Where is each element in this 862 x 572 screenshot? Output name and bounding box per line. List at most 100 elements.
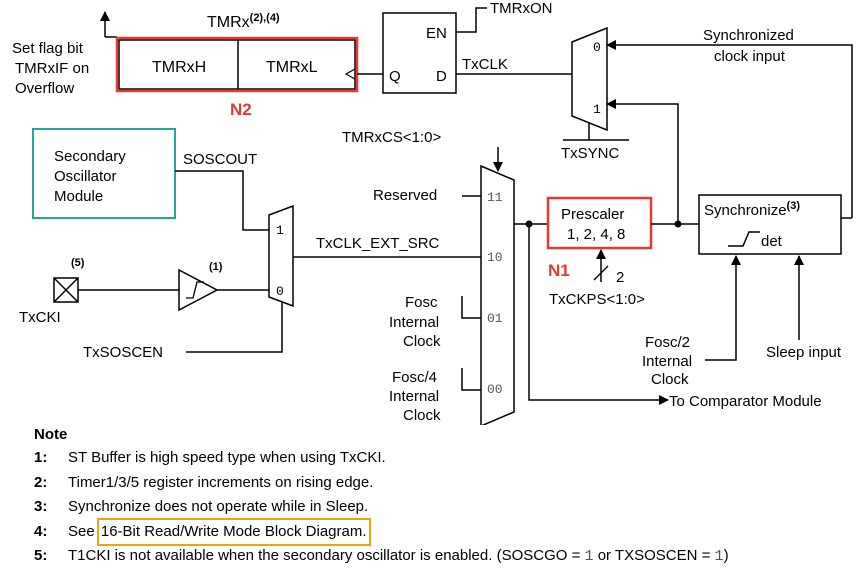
ext-src-mux-in0: 0 — [276, 284, 284, 299]
fosc-line3: Clock — [403, 333, 441, 350]
note-row: 4: See 16-Bit Read/Write Mode Block Diag… — [34, 517, 854, 546]
fosc2-arrow — [705, 255, 741, 361]
note1-marker: (1) — [209, 261, 223, 273]
txsync-label: TxSYNC — [561, 145, 620, 162]
prescaler-line1: Prescaler — [561, 206, 624, 223]
prescaler-block — [546, 196, 653, 250]
txcki-label: TxCKI — [19, 309, 61, 326]
pin-cross-b — [53, 277, 79, 303]
schmitt-icon — [186, 281, 204, 299]
d-label: D — [436, 68, 447, 85]
det-edge-icon — [728, 231, 760, 247]
note-row: 2: Timer1/3/5 register increments on ris… — [34, 471, 854, 496]
txclk-ext-src-label: TxCLK_EXT_SRC — [316, 235, 440, 252]
to-comparator-label: To Comparator Module — [669, 393, 822, 410]
synchronize-block — [698, 194, 842, 255]
sel-01: 01 — [487, 311, 503, 326]
note-number: 3: — [34, 498, 48, 515]
bus-width-label: 2 — [616, 269, 624, 286]
block-diagram-link[interactable]: 16-Bit Read/Write Mode Block Diagram. — [96, 517, 371, 546]
txsoscen-wire — [186, 301, 283, 353]
n2-label: N2 — [230, 100, 252, 119]
note5-end: ) — [723, 547, 729, 564]
sec-osc-line3: Module — [54, 188, 103, 205]
note5-text: T1CKI is not available when the secondar… — [68, 547, 585, 564]
reserved-label: Reserved — [373, 187, 437, 204]
flag-text-3: Overflow — [15, 80, 74, 97]
tmrxl-label: TMRxL — [266, 59, 318, 76]
fosc4-wire — [461, 368, 481, 391]
soscout-label: SOSCOUT — [183, 151, 257, 168]
sleep-input-label: Sleep input — [766, 344, 842, 361]
note-text: T1CKI is not available when the secondar… — [68, 544, 729, 569]
ext-src-mux-in1: 1 — [276, 223, 284, 238]
note-text: ST Buffer is high speed type when using … — [68, 449, 386, 466]
junction-dot-2 — [674, 220, 682, 228]
en-label: EN — [426, 25, 447, 42]
txclk-label: TxCLK — [462, 56, 508, 73]
sync-mux — [571, 26, 608, 132]
sync-mux-in1: 1 — [593, 102, 601, 117]
tmrxon-wire — [456, 7, 487, 33]
note-number: 1: — [34, 449, 48, 466]
timer-block-diagram: TMRx(2),(4) Set flag bit TMRxIF on Overf… — [12, 0, 853, 425]
sync-clock-label-2: clock input — [714, 48, 786, 65]
note-row: 1: ST Buffer is high speed type when usi… — [34, 446, 854, 471]
sel-00: 00 — [487, 382, 503, 397]
txsoscen-label: TxSOSCEN — [83, 344, 163, 361]
n1-label: N1 — [548, 261, 570, 280]
sync-clock-label-1: Synchronized — [703, 27, 794, 44]
det-label: det — [761, 233, 783, 250]
clock-source-mux — [480, 164, 515, 425]
note-number: 4: — [34, 522, 48, 540]
note-text: Timer1/3/5 register increments on rising… — [68, 473, 374, 491]
note-row: 5: T1CKI is not available when the secon… — [34, 544, 854, 569]
fosc2-line3: Clock — [651, 371, 689, 388]
st-buffer — [178, 268, 219, 312]
fosc2-line1: Fosc/2 — [645, 334, 690, 351]
q-label: Q — [389, 68, 401, 85]
sec-osc-line2: Oscillator — [54, 168, 117, 185]
sync-mux-in0: 0 — [593, 40, 601, 55]
note5-mid: or TXSOSCEN = — [593, 547, 715, 564]
prescaler-line2: 1, 2, 4, 8 — [567, 226, 625, 243]
note5-marker: (5) — [71, 257, 85, 269]
tmrxh-label: TMRxH — [152, 59, 206, 76]
prescaler-to-mux-wire — [606, 99, 679, 224]
sync-clock-feedback — [606, 40, 853, 218]
fosc-line1: Fosc — [405, 294, 438, 311]
txsoscen-value: 1 — [714, 548, 724, 565]
tmrxon-label: TMRxON — [490, 0, 553, 17]
note-row: 3: Synchronize does not operate while in… — [34, 495, 854, 520]
fosc-wire — [461, 296, 481, 319]
flag-text-1: Set flag bit — [12, 40, 84, 57]
soscgo-value: 1 — [584, 548, 594, 565]
note-number: 2: — [34, 473, 48, 491]
notes-title: Note — [34, 426, 68, 443]
soscout-wire — [175, 170, 269, 231]
synchronize-label: Synchronize(3) — [704, 200, 800, 219]
secondary-osc-module — [48, 137, 172, 213]
clock-edge-symbol — [344, 68, 356, 80]
ext-src-mux — [268, 204, 294, 308]
fosc4-line3: Clock — [403, 407, 441, 424]
txckps-label: TxCKPS<1:0> — [549, 291, 645, 308]
enable-flipflop — [382, 12, 457, 94]
secondary-osc-highlight — [32, 128, 176, 219]
bus-slash — [593, 265, 609, 281]
notes-section: Note 1: ST Buffer is high speed type whe… — [34, 424, 854, 569]
sel-11: 11 — [487, 190, 503, 205]
fosc2-line2: Internal — [642, 353, 692, 370]
tmrxcs-label: TMRxCS<1:0> — [342, 129, 441, 146]
note-text: Synchronize does not operate while in Sl… — [68, 498, 369, 515]
fosc4-line2: Internal — [389, 388, 439, 405]
tmrx-label: TMRx(2),(4) — [207, 12, 280, 31]
flag-text-2: TMRxIF on — [15, 60, 89, 77]
note-text-prefix: See — [68, 522, 99, 540]
fosc-line2: Internal — [389, 314, 439, 331]
sec-osc-line1: Secondary — [54, 148, 126, 165]
note-number: 5: — [34, 547, 48, 564]
sel-10: 10 — [487, 250, 503, 265]
n2-highlight-box — [115, 36, 359, 93]
fosc4-line1: Fosc/4 — [392, 369, 437, 386]
